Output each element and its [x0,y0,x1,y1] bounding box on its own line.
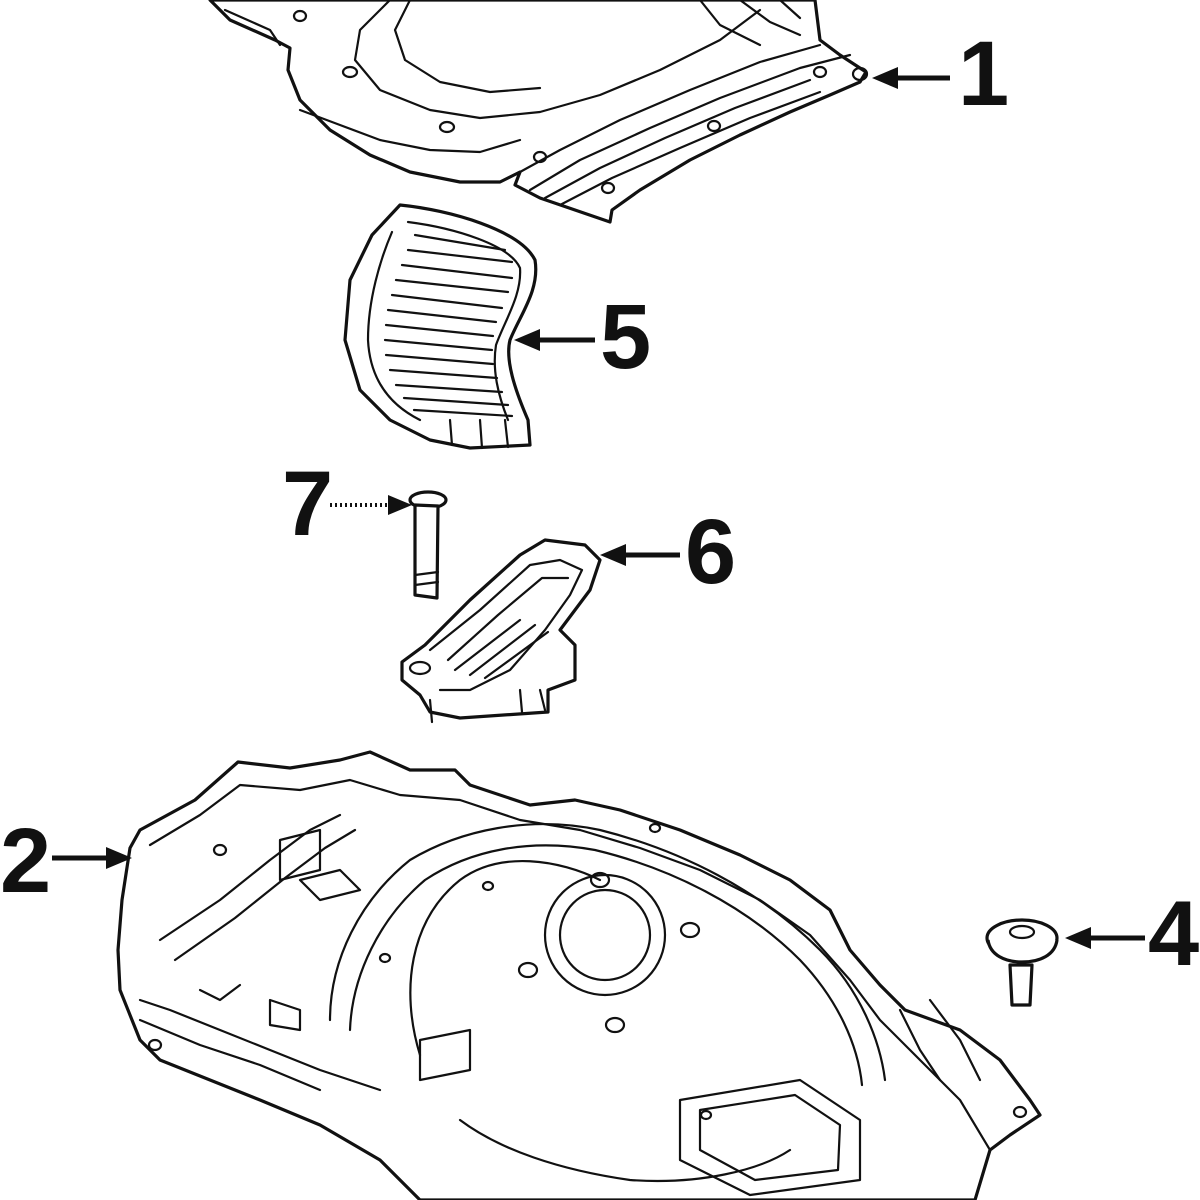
callout-4-label: 4 [1148,883,1199,985]
part-4-screw [985,918,1059,1007]
callout-7-label: 7 [282,453,333,555]
callout-2: 2 [0,810,132,912]
part-5-vent-grille [343,203,538,450]
callout-6-label: 6 [685,501,736,603]
callout-5: 5 [514,286,651,388]
callout-2-label: 2 [0,810,51,912]
callout-4: 4 [1065,883,1199,985]
part-6-duct [400,538,602,724]
callout-5-label: 5 [600,286,651,388]
part-1-trim-panel [208,0,869,224]
callout-7: 7 [282,453,412,555]
callout-1: 1 [872,23,1009,125]
part-7-bolt [408,490,448,600]
part-2-housing [116,750,1042,1200]
callout-1-label: 1 [958,23,1009,125]
callout-6: 6 [600,501,736,603]
